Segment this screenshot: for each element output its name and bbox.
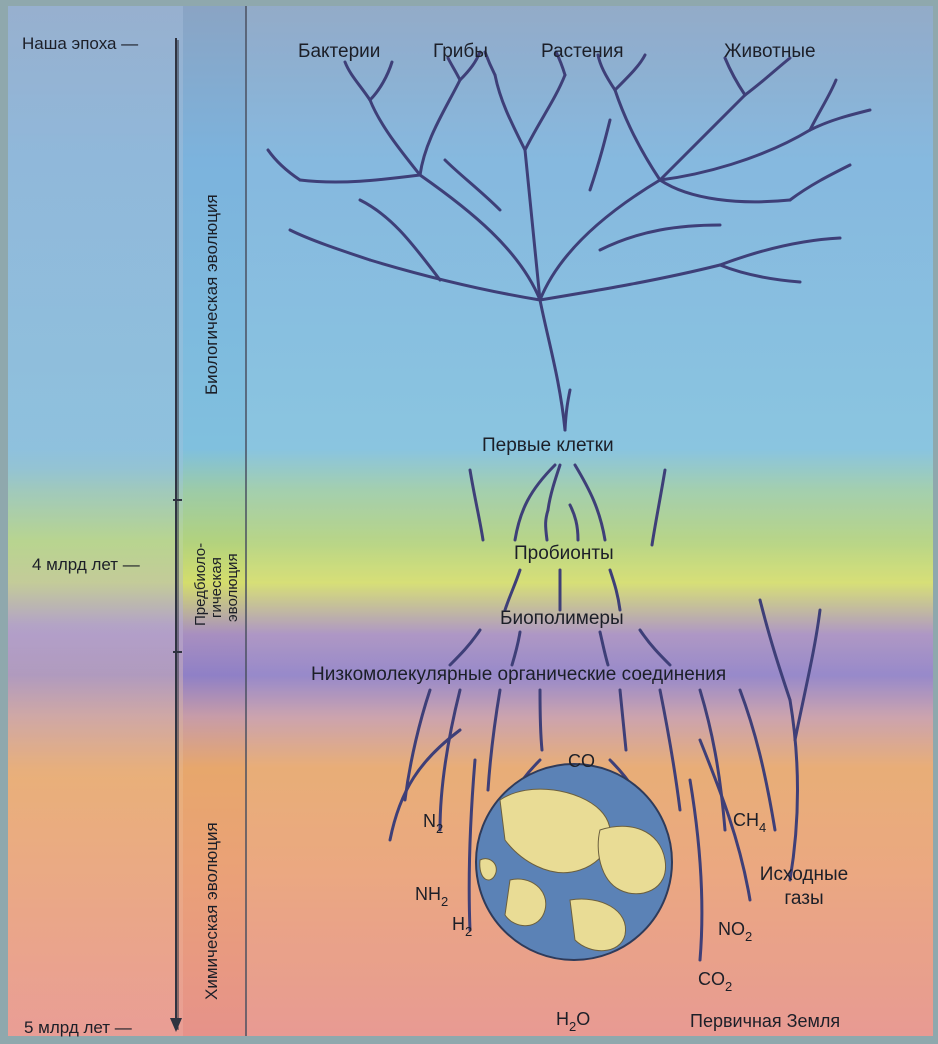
stage-probionts: Пробионты [514, 543, 614, 564]
era-prebiological-line3: эволюция [224, 553, 241, 622]
era-biological: Биологическая эволюция [202, 194, 221, 395]
era-column-background [8, 6, 183, 1036]
kingdom-fungi: Грибы [433, 41, 488, 62]
era-prebiological-line1: Предбиоло- [192, 543, 209, 626]
kingdom-bacteria: Бактерии [298, 41, 380, 62]
kingdom-animals: Животные [724, 41, 816, 62]
era-prebiological-line2: гическая [208, 557, 225, 618]
kingdom-plants: Растения [541, 41, 624, 62]
label-now: Наша эпоха — [22, 34, 138, 53]
primary-earth-globe [476, 764, 672, 960]
label-4-billion: 4 млрд лет — [32, 555, 140, 574]
era-chemical: Химическая эволюция [202, 822, 221, 1000]
gas-co: CO [568, 751, 595, 771]
stage-low-molecular: Низкомолекулярные органические соединени… [311, 664, 726, 685]
stage-biopolymers: Биополимеры [500, 608, 624, 629]
label-5-billion: 5 млрд лет — [24, 1018, 132, 1037]
initial-gases-line1: Исходные [760, 864, 848, 885]
initial-gases-line2: газы [784, 888, 823, 909]
primary-earth-label: Первичная Земля [690, 1011, 840, 1031]
stage-first-cells: Первые клетки [482, 435, 614, 456]
